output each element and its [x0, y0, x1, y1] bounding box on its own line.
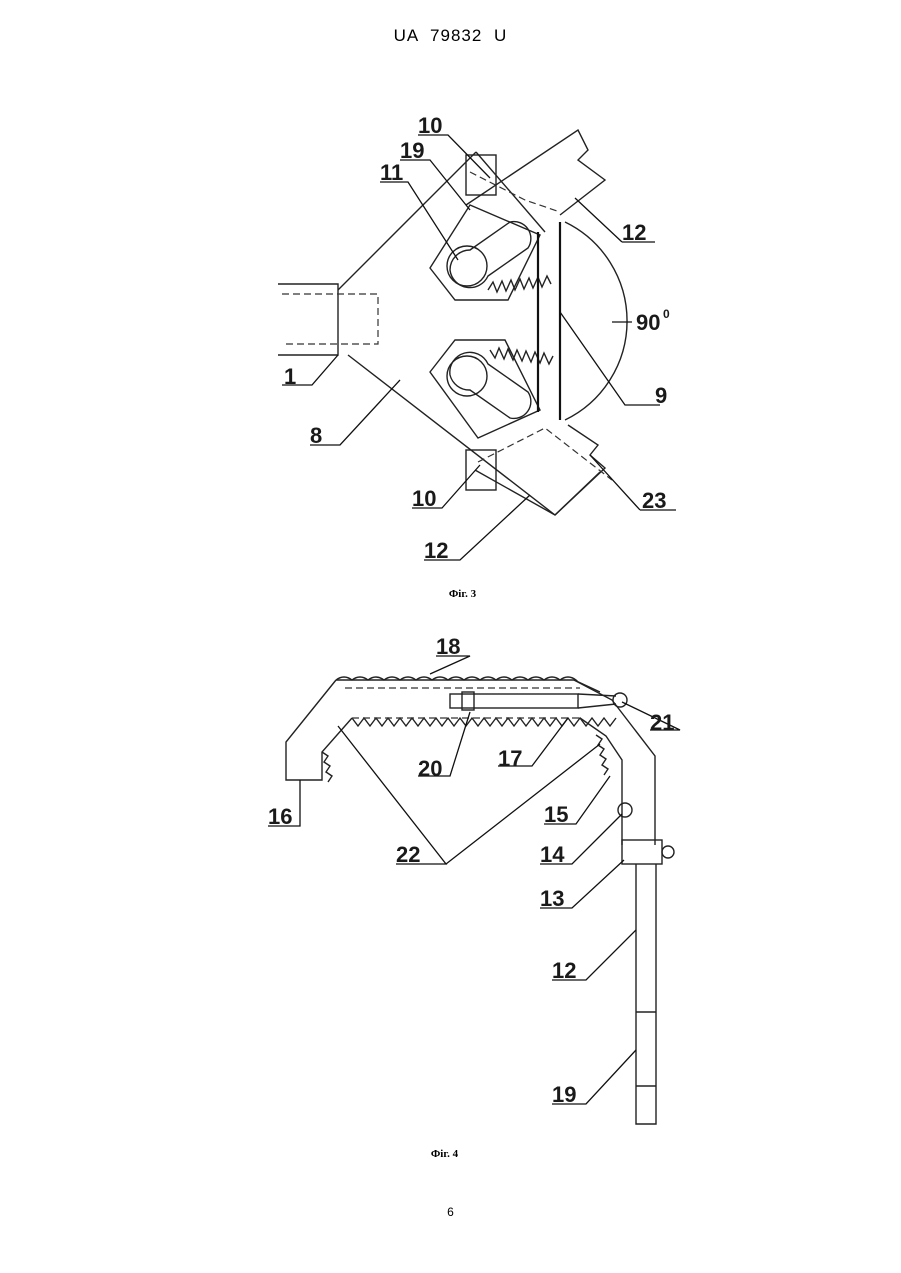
jaw-16: [286, 680, 352, 780]
page-number: 6: [0, 1205, 901, 1219]
jaw-teeth-right: [596, 735, 608, 775]
label-23: 23: [642, 488, 666, 513]
label-21: 21: [650, 710, 674, 735]
label-11: 11: [380, 160, 403, 185]
label-18: 18: [436, 634, 460, 659]
pivot-13: [662, 846, 674, 858]
label-19-fig4: 19: [552, 1082, 576, 1107]
label-12-upper: 12: [622, 220, 646, 245]
label-10-lower: 10: [412, 486, 436, 511]
label-15: 15: [544, 802, 568, 827]
fig4-leaders: [268, 656, 680, 1104]
bracket-13: [622, 840, 662, 864]
label-9: 9: [655, 383, 667, 408]
lever-12-lower: [475, 425, 605, 515]
label-90: 90: [636, 310, 660, 335]
figure-4: 18 21 20 17 16 15 22 14 13 12 19: [268, 634, 680, 1124]
lever-12-upper-hidden: [470, 172, 560, 212]
label-12: 12: [552, 958, 576, 983]
label-16: 16: [268, 804, 292, 829]
label-13: 13: [540, 886, 564, 911]
figure-3: 10 19 11 12 90 0 1 9 8 10 23 12: [278, 113, 676, 563]
lever-12-19: [636, 864, 656, 1124]
label-14: 14: [540, 842, 565, 867]
tie-rod-20: [450, 694, 578, 708]
serrated-bottom: [352, 718, 616, 726]
label-17: 17: [498, 746, 522, 771]
lever-12-upper: [466, 130, 605, 215]
spring-upper: [488, 276, 551, 292]
label-19: 19: [400, 138, 424, 163]
label-8: 8: [310, 423, 322, 448]
fig3-leaders: [282, 135, 676, 560]
figure-4-caption: Фіг. 4: [0, 1148, 895, 1160]
angle-arc-90: [565, 222, 627, 420]
pivot-14: [618, 803, 632, 817]
blade-9: [538, 222, 560, 420]
label-90-degree: 0: [663, 307, 670, 321]
label-10-upper: 10: [418, 113, 442, 138]
label-12-lower: 12: [424, 538, 448, 563]
label-20: 20: [418, 756, 442, 781]
rod-21: [578, 694, 616, 708]
stop-block-10-lower: [466, 450, 496, 490]
stop-block-10-upper: [466, 155, 496, 195]
arm-1-hidden-edge: [282, 294, 378, 344]
label-1: 1: [284, 364, 296, 389]
slot-lower-inner: [450, 352, 531, 418]
lever-12-lower-hidden: [478, 428, 612, 480]
label-22: 22: [396, 842, 420, 867]
figure-3-caption: Фіг. 3: [12, 588, 901, 600]
rod-nut-20: [462, 692, 474, 710]
slot-upper: [430, 205, 540, 300]
spring-lower: [490, 348, 553, 364]
jaw-teeth-left: [322, 752, 332, 782]
frame-top: [336, 680, 600, 692]
